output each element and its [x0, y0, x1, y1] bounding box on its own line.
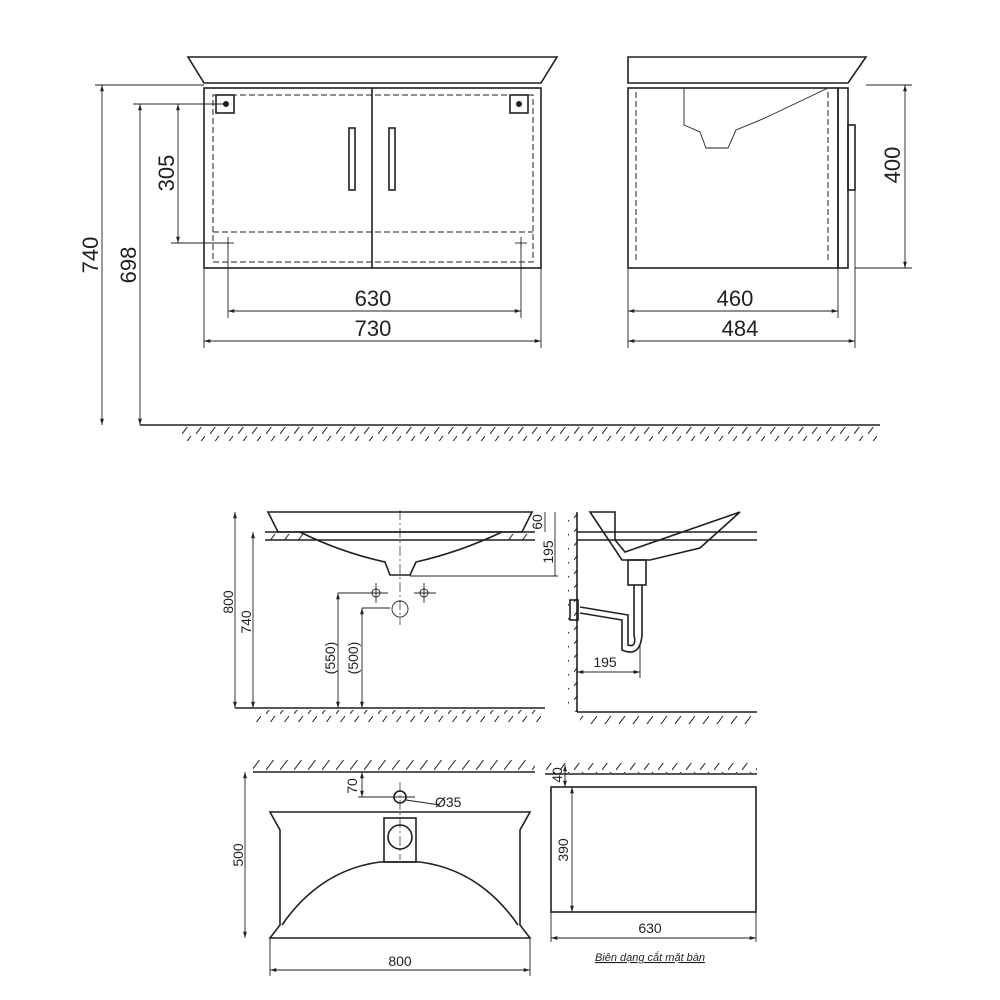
label-630-cutout: 630: [638, 920, 662, 936]
cutout-caption: Biên dạng cắt mặt bàn: [595, 951, 705, 964]
floor-top: [140, 424, 880, 441]
label-740-basin: 740: [238, 610, 254, 634]
label-460: 460: [717, 286, 754, 311]
basin-plan: 70 Ø35 500 800: [230, 760, 535, 976]
label-800-plan: 800: [388, 953, 412, 969]
label-800: 800: [220, 590, 236, 614]
inner-outline: [212, 94, 534, 263]
door-handle-right: [388, 127, 396, 191]
label-698: 698: [116, 247, 141, 284]
label-500: (500): [345, 642, 361, 675]
label-550: (550): [322, 642, 338, 675]
countertop-cutout: 40 390 630 Biên dạng cắt mặt bàn: [545, 763, 757, 964]
door-handle-left: [348, 127, 356, 191]
basin-section: 800 740 (550) (500) 60 195: [220, 510, 558, 722]
label-195: 195: [540, 540, 556, 564]
label-630: 630: [355, 286, 392, 311]
label-diameter-35: Ø35: [435, 794, 462, 810]
label-484: 484: [722, 316, 759, 341]
basin-top: [186, 56, 559, 84]
side-view: 400 460 484: [627, 56, 912, 348]
label-500-plan: 500: [230, 843, 246, 867]
label-305: 305: [154, 155, 179, 192]
label-400: 400: [880, 147, 905, 184]
label-40: 40: [549, 767, 565, 783]
label-740: 740: [78, 237, 103, 274]
front-view: 740 698 305 630 730: [78, 56, 559, 425]
label-70: 70: [344, 778, 360, 794]
trap-view: 195: [568, 511, 757, 724]
label-195-trap: 195: [593, 654, 617, 670]
label-730: 730: [355, 316, 392, 341]
label-60: 60: [529, 514, 545, 530]
label-390: 390: [555, 838, 571, 862]
